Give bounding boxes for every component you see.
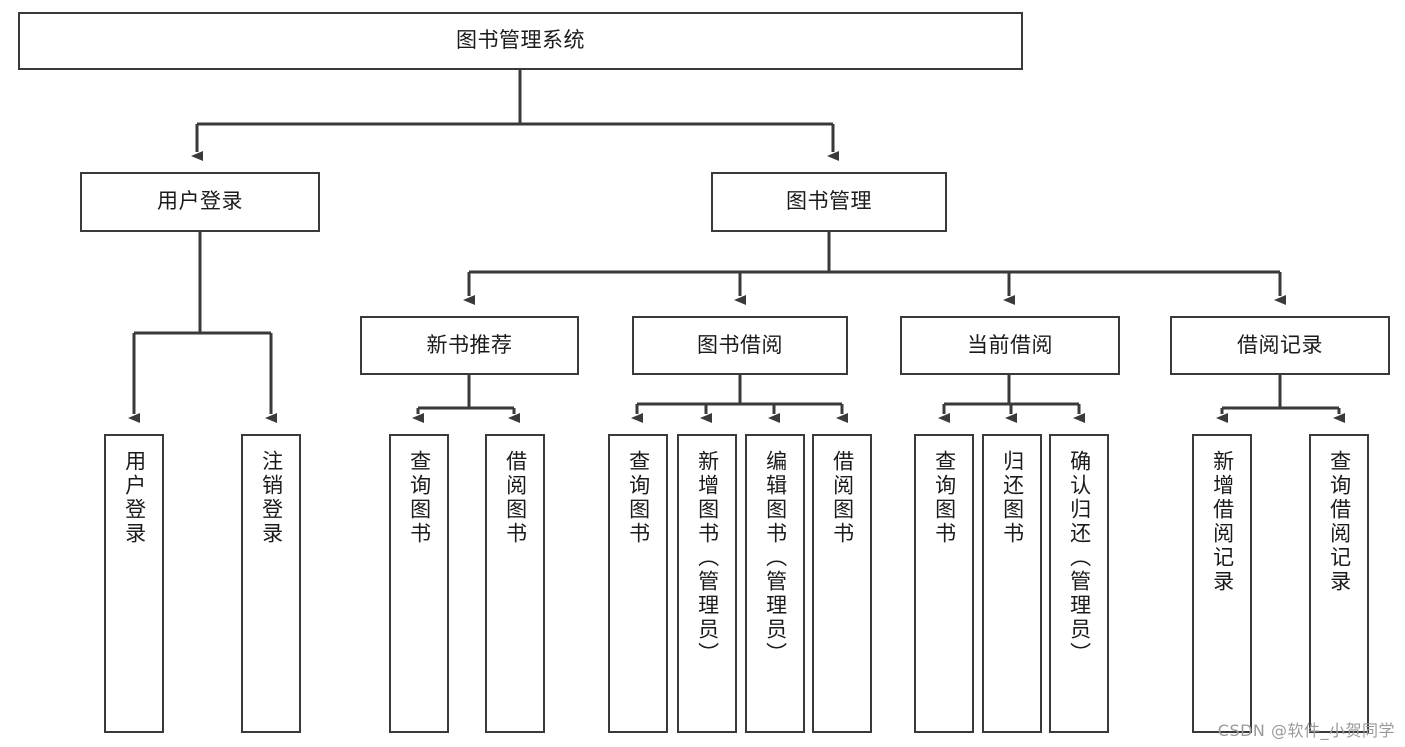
node-leaf-add-book[interactable]: 新增图书（管理员） <box>677 434 737 733</box>
node-label: 新增借阅记录 <box>1210 450 1235 594</box>
node-leaf-logout[interactable]: 注销登录 <box>241 434 301 733</box>
node-leaf-query-borrow-record[interactable]: 查询借阅记录 <box>1309 434 1369 733</box>
node-label: 图书管理系统 <box>456 28 585 53</box>
node-current-borrow[interactable]: 当前借阅 <box>900 316 1120 375</box>
node-label: 查询图书 <box>932 450 957 546</box>
node-leaf-return-book[interactable]: 归还图书 <box>982 434 1042 733</box>
node-book-management[interactable]: 图书管理 <box>711 172 947 232</box>
node-label: 用户登录 <box>122 450 147 546</box>
node-label: 当前借阅 <box>967 332 1053 357</box>
node-user-login[interactable]: 用户登录 <box>80 172 320 232</box>
node-root-system[interactable]: 图书管理系统 <box>18 12 1023 70</box>
node-label: 新书推荐 <box>426 332 513 357</box>
node-leaf-borrow-book-recommend[interactable]: 借阅图书 <box>485 434 545 733</box>
node-label: 图书管理 <box>786 189 872 214</box>
node-leaf-borrow-book[interactable]: 借阅图书 <box>812 434 872 733</box>
node-leaf-user-login[interactable]: 用户登录 <box>104 434 164 733</box>
node-leaf-edit-book[interactable]: 编辑图书（管理员） <box>745 434 805 733</box>
node-leaf-confirm-return[interactable]: 确认归还（管理员） <box>1049 434 1109 733</box>
node-label: 确认归还（管理员） <box>1067 450 1092 666</box>
node-label: 归还图书 <box>1000 450 1025 546</box>
node-label: 新增图书（管理员） <box>695 450 720 666</box>
node-new-book-recommend[interactable]: 新书推荐 <box>360 316 579 375</box>
node-label: 用户登录 <box>157 189 243 214</box>
node-label: 查询图书 <box>407 450 432 546</box>
node-label: 查询借阅记录 <box>1327 450 1352 594</box>
node-label: 编辑图书（管理员） <box>763 450 788 666</box>
node-leaf-add-borrow-record[interactable]: 新增借阅记录 <box>1192 434 1252 733</box>
node-label: 注销登录 <box>259 450 284 546</box>
node-leaf-query-book-recommend[interactable]: 查询图书 <box>389 434 449 733</box>
node-label: 借阅图书 <box>503 450 528 546</box>
node-leaf-query-book-borrow[interactable]: 查询图书 <box>608 434 668 733</box>
node-book-borrow[interactable]: 图书借阅 <box>632 316 848 375</box>
node-borrow-record[interactable]: 借阅记录 <box>1170 316 1390 375</box>
node-label: 借阅记录 <box>1237 332 1323 357</box>
node-label: 借阅图书 <box>830 450 855 546</box>
watermark: CSDN @软件_小贺同学 <box>1217 721 1395 740</box>
node-label: 查询图书 <box>626 450 651 546</box>
node-label: 图书借阅 <box>697 332 783 357</box>
node-leaf-query-book-current[interactable]: 查询图书 <box>914 434 974 733</box>
